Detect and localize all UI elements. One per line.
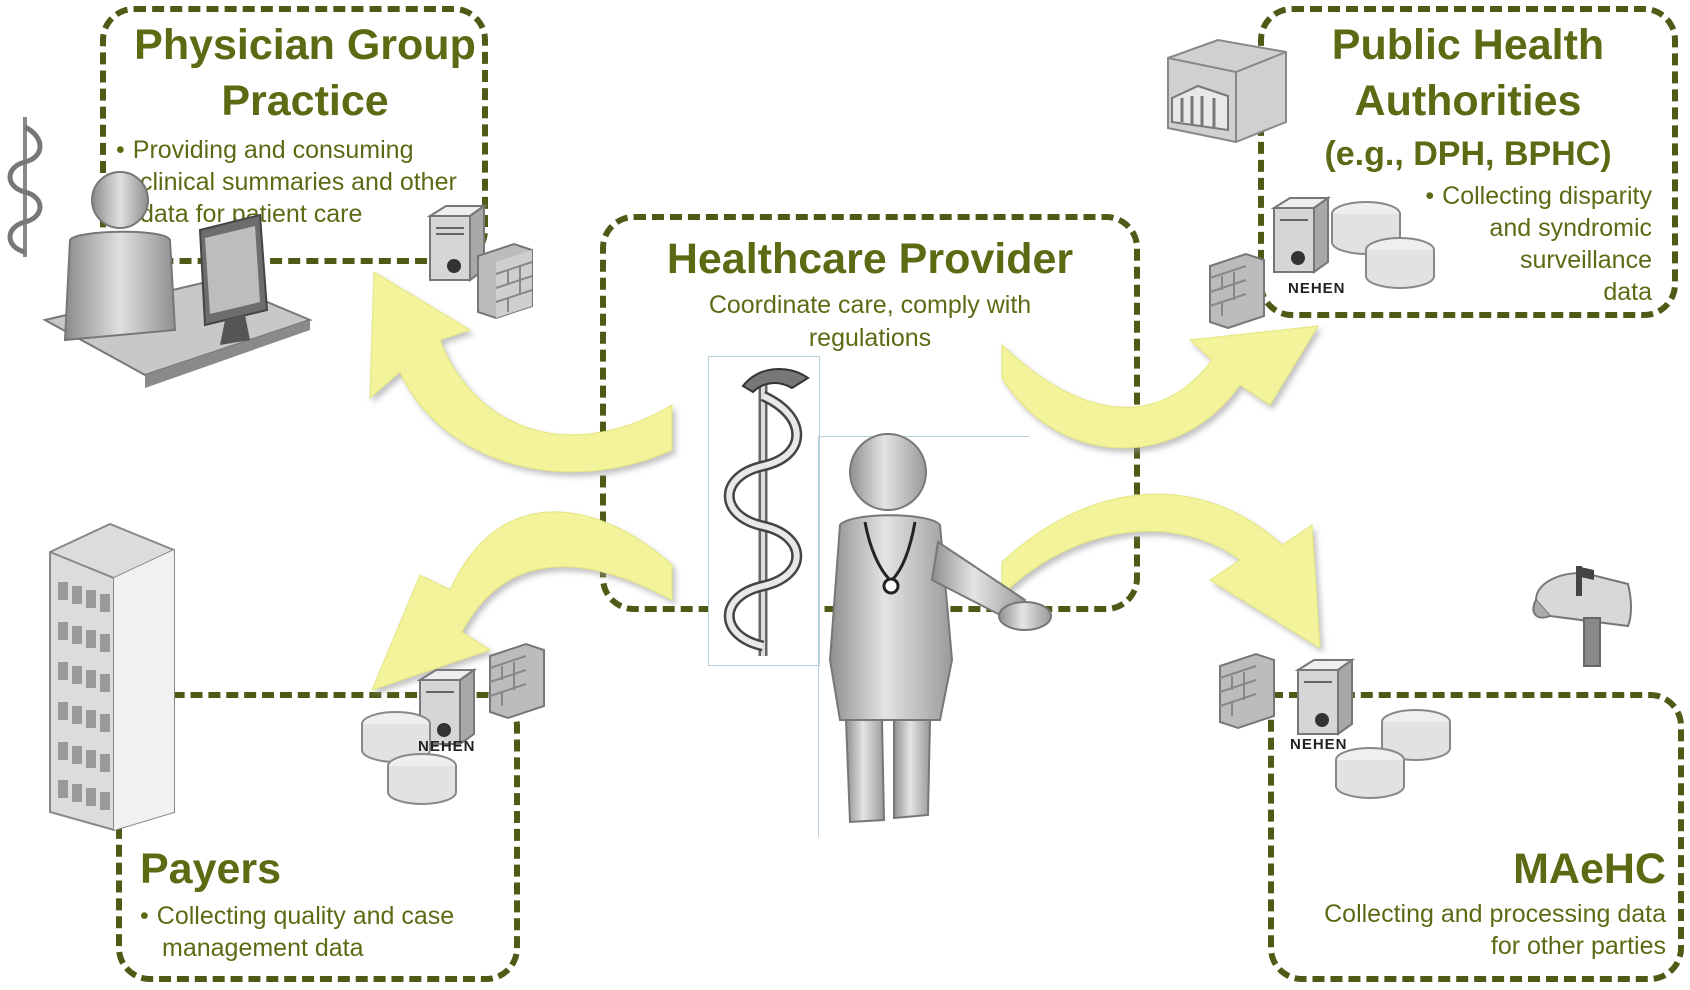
public-health-bullet-line-3: surveillance bbox=[1519, 246, 1652, 274]
healthcare-provider-subtitle-2: regulations bbox=[808, 324, 932, 352]
payers-bullet-line-2: management data bbox=[162, 934, 364, 962]
physician-at-computer-icon bbox=[42, 171, 313, 388]
firewall-icon bbox=[1209, 252, 1265, 330]
public-health-title-2: Authorities bbox=[1354, 77, 1582, 125]
database-icon bbox=[361, 711, 457, 805]
nehen-label: NEHEN bbox=[418, 738, 476, 755]
public-health-bullet: Collecting disparity bbox=[1300, 180, 1652, 213]
healthcare-provider-title: Healthcare Provider bbox=[666, 235, 1074, 283]
physician-group-bullet-line-2: clinical summaries and other bbox=[140, 168, 457, 196]
arrow-to-payers bbox=[371, 511, 673, 691]
physician-group-bullet: Providing and consuming bbox=[116, 134, 414, 167]
maehc-box bbox=[1268, 692, 1684, 982]
maehc-title: MAeHC bbox=[1513, 845, 1666, 893]
maehc-desc-line-2: for other parties bbox=[1490, 932, 1666, 960]
public-health-bullet-line-4: data bbox=[1603, 278, 1652, 306]
doctor-figure-icon bbox=[828, 433, 1052, 824]
nehen-label: NEHEN bbox=[1290, 736, 1348, 753]
firewall-icon bbox=[477, 242, 533, 320]
arrow-to-public-health bbox=[1001, 325, 1319, 449]
server-icon bbox=[1294, 658, 1356, 736]
arrow-to-maehc bbox=[1001, 493, 1321, 649]
public-health-title-1: Public Health bbox=[1331, 21, 1605, 69]
government-building-icon bbox=[1167, 38, 1287, 144]
physician-group-title-2: Practice bbox=[221, 77, 389, 125]
public-health-box bbox=[1258, 6, 1678, 318]
server-icon bbox=[1270, 196, 1332, 274]
firewall-icon bbox=[1219, 652, 1275, 730]
maehc-desc-line-1: Collecting and processing data bbox=[1324, 900, 1666, 928]
payers-box bbox=[116, 692, 520, 982]
physician-group-box bbox=[100, 6, 488, 264]
caduceus-icon bbox=[7, 117, 43, 257]
database-icon bbox=[1335, 709, 1451, 799]
office-tower-icon bbox=[49, 522, 175, 832]
mailbox-icon bbox=[1532, 566, 1632, 667]
firewall-icon bbox=[489, 642, 545, 720]
healthcare-provider-subtitle-1: Coordinate care, comply with bbox=[708, 291, 1032, 319]
payers-bullet: Collecting quality and case bbox=[140, 900, 454, 933]
public-health-bullet-line-2: and syndromic bbox=[1489, 214, 1652, 242]
server-icon bbox=[426, 204, 488, 282]
caduceus-icon bbox=[723, 367, 810, 656]
database-icon bbox=[1331, 201, 1435, 289]
doctor-frame bbox=[818, 436, 1029, 837]
public-health-title-3: (e.g., DPH, BPHC) bbox=[1324, 135, 1612, 173]
arrow-to-physician-group bbox=[369, 271, 673, 473]
payers-title: Payers bbox=[140, 845, 282, 893]
physician-group-title-1: Physician Group bbox=[134, 21, 476, 69]
nehen-label: NEHEN bbox=[1288, 280, 1346, 297]
